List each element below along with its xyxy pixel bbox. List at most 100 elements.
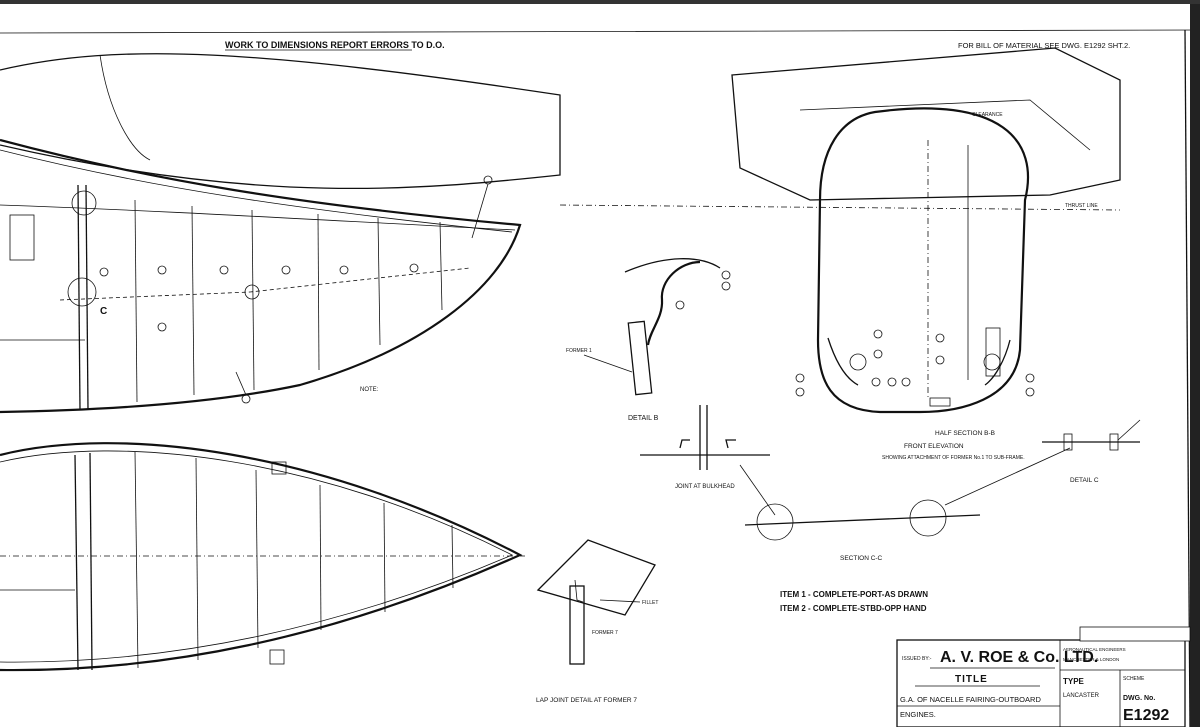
former-1b — [85, 184, 89, 411]
thrust-line — [559, 204, 1121, 211]
bottom-plate — [929, 397, 951, 407]
lap-joint-former — [569, 585, 585, 665]
balloon — [935, 333, 945, 343]
attachment-ring — [849, 353, 867, 371]
clearance-label: CLEARANCE — [972, 112, 1003, 118]
sheet-top-edge — [0, 0, 1200, 4]
former-1-section — [627, 320, 653, 396]
plan-former-1 — [74, 454, 79, 671]
scheme-label: SCHEME — [1123, 676, 1145, 682]
wing-rib-line — [99, 54, 151, 161]
balloon — [871, 377, 881, 387]
balloon — [675, 300, 685, 310]
plan-former-3 — [195, 457, 199, 661]
item-1: ITEM 1 - COMPLETE-PORT-AS DRAWN — [780, 590, 928, 599]
leader-line — [583, 354, 633, 373]
joint-at-bulkhead: JOINT AT BULKHEAD — [640, 405, 776, 516]
detail-b-arc — [624, 258, 721, 273]
balloon — [721, 281, 731, 291]
balloon — [795, 387, 805, 397]
plan-former-7 — [451, 524, 454, 589]
plan-former-6 — [383, 502, 386, 613]
plan-former-1b — [89, 452, 93, 671]
aero-engineers: AERONAUTICAL ENGINEERS — [1063, 647, 1126, 652]
balloon — [409, 263, 419, 273]
angle-right — [725, 439, 736, 449]
former-7 — [439, 221, 443, 311]
leader-line — [471, 183, 489, 239]
mid-stringer — [59, 267, 471, 301]
title-block-frame — [896, 639, 1186, 727]
section-cc-line — [744, 514, 981, 526]
drawing-description-2: ENGINES. — [900, 710, 936, 719]
detail-circle-top — [71, 190, 97, 216]
subframe-inner — [799, 99, 1091, 151]
fitting-plate — [985, 327, 1001, 377]
lap-joint-title: LAP JOINT DETAIL AT FORMER 7 — [536, 697, 637, 704]
former-5 — [317, 213, 320, 371]
detail-c-fitting — [1063, 433, 1073, 451]
sheet-right-edge — [1190, 0, 1200, 727]
front-elevation-title: FRONT ELEVATION — [904, 443, 964, 450]
section-cc-circle — [756, 503, 794, 541]
fairing-inner-line — [0, 149, 513, 233]
balloon — [483, 175, 493, 185]
plan-former-5 — [319, 484, 322, 631]
company-location: MANCHESTER & LONDON — [1063, 657, 1119, 662]
lower-bracket-left — [827, 337, 859, 386]
sheet-right-border — [1184, 29, 1191, 727]
former-1 — [77, 184, 81, 411]
header-note-right: FOR BILL OF MATERIAL SEE DWG. E1292 SHT.… — [958, 41, 1130, 50]
balloon — [935, 355, 945, 365]
plan-inner-outline — [0, 450, 513, 663]
fairing-front-outline — [816, 107, 1030, 414]
detail-b-skin — [646, 260, 701, 346]
issued-by-label: ISSUED BY:- — [902, 656, 932, 662]
balloon — [887, 377, 897, 387]
leader-line — [944, 447, 1071, 506]
plan-former-2 — [134, 451, 139, 669]
joint-bulkhead-title: JOINT AT BULKHEAD — [675, 484, 735, 490]
balloon — [1025, 387, 1035, 397]
former-4 — [251, 209, 255, 391]
section-cc-circle — [909, 499, 947, 537]
balloon — [873, 349, 883, 359]
dwg-no-label: DWG. No. — [1123, 695, 1155, 702]
balloon — [795, 373, 805, 383]
section-cc-title: SECTION C-C — [840, 555, 883, 562]
fairing-edge-line — [0, 204, 516, 231]
fairing-outline — [0, 138, 522, 414]
detail-c-fitting — [1109, 433, 1119, 451]
former-6 — [377, 217, 381, 346]
type-label: TYPE — [1063, 677, 1085, 686]
balloon — [1025, 373, 1035, 383]
leader-line — [1117, 419, 1141, 441]
leader-line — [599, 599, 641, 603]
balloon — [241, 394, 251, 404]
title-block: ISSUED BY:- A. V. ROE & Co. LTD. TITLE G… — [896, 626, 1191, 727]
section-cc: SECTION C-C — [744, 447, 1071, 562]
lap-joint-detail: FILLET FORMER 7 LAP JOINT DETAIL AT FORM… — [536, 539, 658, 704]
left-fitting — [9, 214, 35, 261]
leader-line — [739, 464, 776, 516]
title-label: TITLE — [955, 674, 988, 685]
company-name: A. V. ROE & Co. LTD. — [940, 649, 1098, 666]
balloon — [157, 322, 167, 332]
lower-bracket-right — [984, 339, 1011, 386]
note-label: NOTE: — [360, 387, 379, 393]
balloon — [99, 267, 109, 277]
angle-left — [679, 439, 690, 449]
balloon — [873, 329, 883, 339]
leader-line — [235, 371, 247, 396]
balloon — [721, 270, 731, 280]
front-elevation-note: SHOWING ATTACHMENT OF FORMER No.1 TO SUB… — [882, 455, 1025, 461]
section-letter-c: C — [100, 306, 107, 317]
lap-joint-skin — [536, 539, 656, 616]
drawing-number: E1292 — [1123, 707, 1169, 724]
detail-circle-c — [67, 277, 97, 307]
thrust-line-label: THRUST LINE — [1065, 203, 1098, 209]
side-view-nacelle: C THRUST LINE NOTE: — [0, 53, 1121, 414]
drawing-description-1: G.A. OF NACELLE FAIRING-OUTBOARD — [900, 695, 1041, 704]
